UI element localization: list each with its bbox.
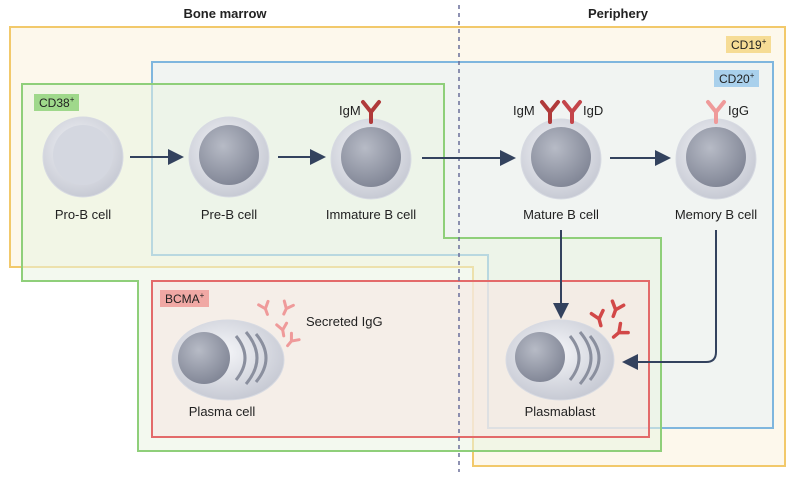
memory-b-cell-shape: [675, 118, 757, 200]
pre-b-cell-shape: [188, 116, 270, 198]
secreted-igg-icon-4: [286, 331, 301, 348]
igg-label-memory: IgG: [728, 103, 749, 118]
igd-label-mature: IgD: [583, 103, 604, 118]
header-periphery: Periphery: [588, 6, 648, 21]
secreted-igg-label: Secreted IgG: [306, 314, 383, 329]
secreted-igg-icon-3: [275, 321, 289, 338]
plasma-cell-shape: [171, 319, 285, 401]
pre-b-cell-label: Pre-B cell: [200, 207, 258, 222]
immature-b-cell-shape: [330, 118, 412, 200]
pro-b-cell-label: Pro-B cell: [54, 207, 112, 222]
plasmablast-label: Plasmablast: [524, 404, 596, 419]
igm-label-mature: IgM: [513, 103, 535, 118]
plasmablast-igg-icon-1: [589, 308, 605, 328]
plasma-cell-label: Plasma cell: [188, 404, 256, 419]
arrow-memory-to-plasmablast: [622, 230, 717, 370]
cd19-tag: CD19+: [726, 36, 772, 53]
igm-antibody-icon: [361, 100, 381, 124]
mature-b-cell-label: Mature B cell: [523, 207, 599, 222]
cd20-tag: CD20+: [714, 70, 760, 87]
cd38-tag: CD38+: [34, 94, 80, 111]
memory-b-cell-label: Memory B cell: [674, 207, 758, 222]
bcma-tag: BCMA+: [160, 290, 210, 307]
secreted-igg-icon-1: [257, 299, 270, 316]
secreted-igg-icon-2: [282, 299, 295, 316]
igg-antibody-icon-memory: [706, 100, 726, 124]
igm-label-immature: IgM: [339, 103, 361, 118]
header-bone-marrow: Bone marrow: [183, 6, 267, 21]
plasmablast-igg-icon-3: [611, 321, 630, 339]
mature-b-cell-shape: [520, 118, 602, 200]
immature-b-cell-label: Immature B cell: [325, 207, 417, 222]
plasmablast-igg-icon-2: [610, 299, 626, 319]
pro-b-cell-shape: [42, 116, 124, 198]
igd-antibody-icon: [562, 100, 582, 124]
plasmablast-shape: [505, 319, 615, 401]
igm-antibody-icon-mature: [540, 100, 560, 124]
